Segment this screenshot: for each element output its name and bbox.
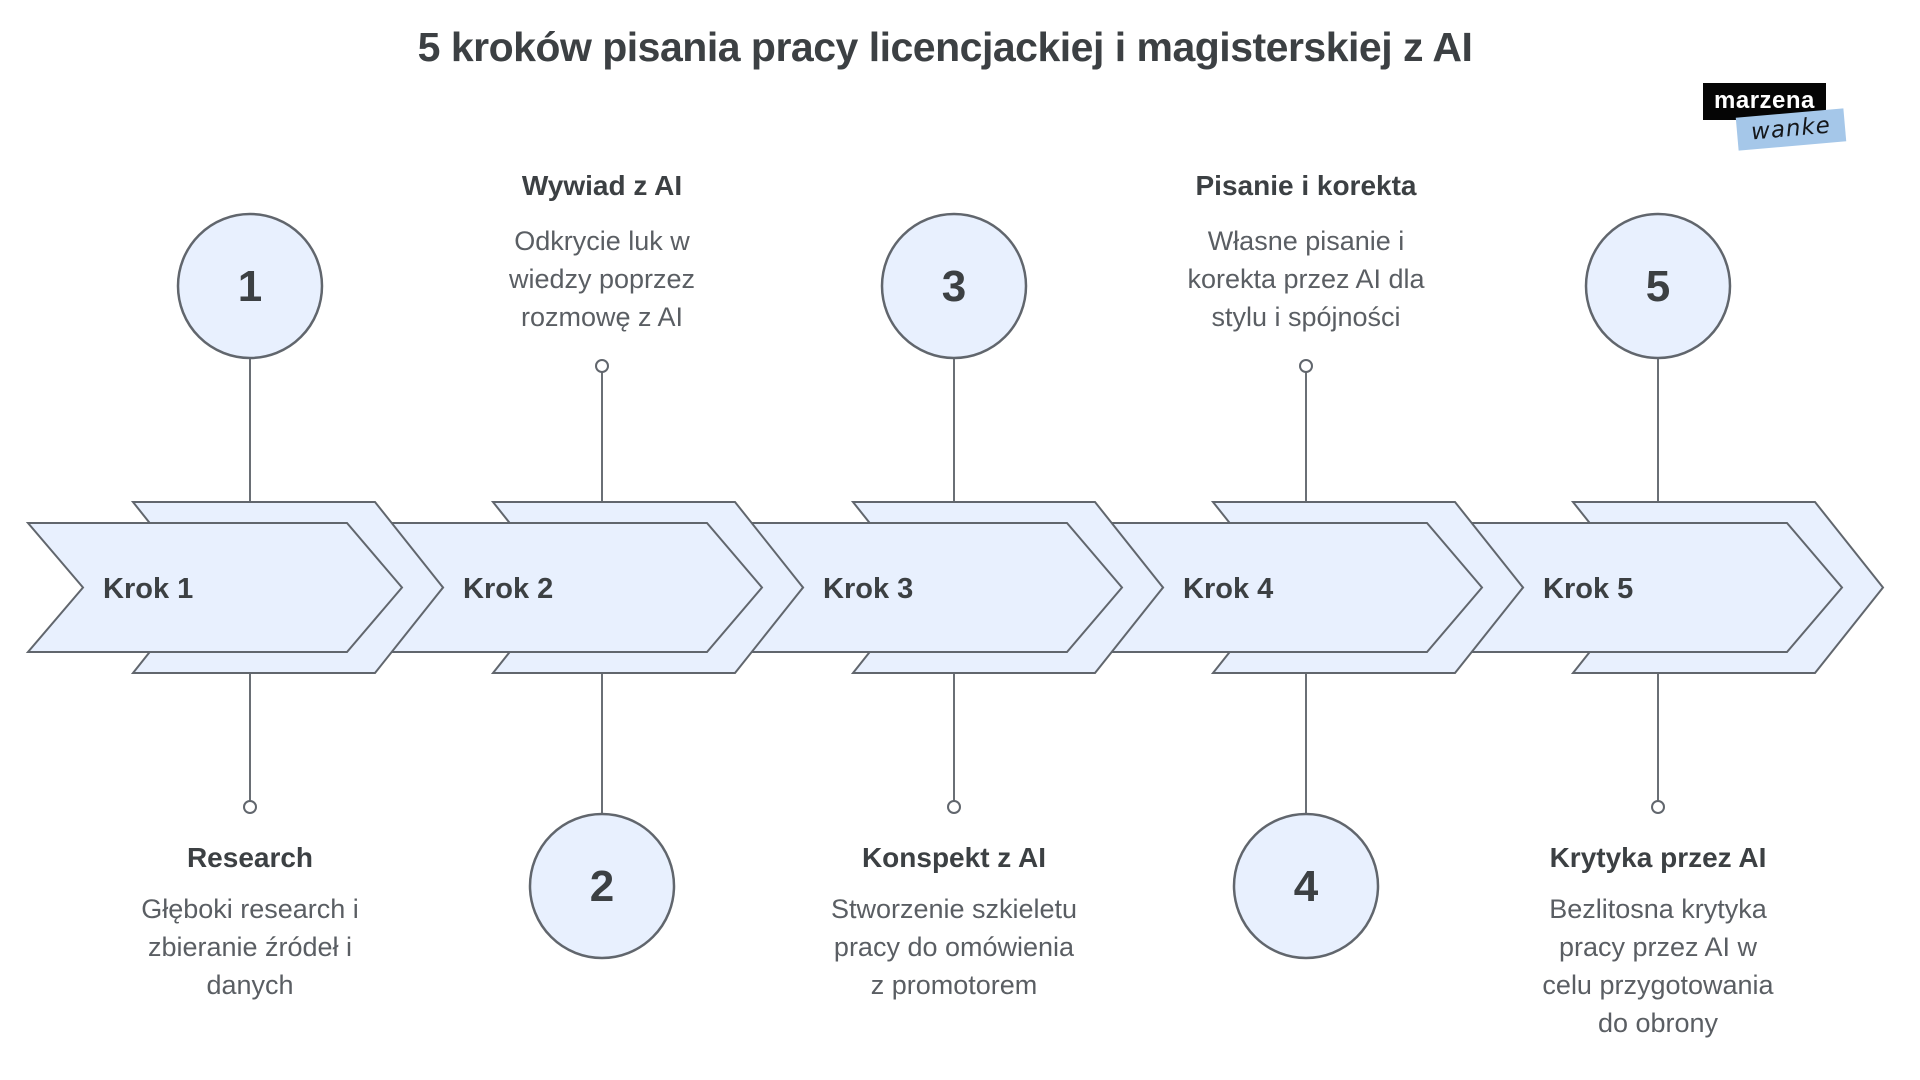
connector-endpoint-dot <box>595 359 609 373</box>
step-heading: Pisanie i korekta <box>1195 170 1417 201</box>
step-heading: Krytyka przez AI <box>1549 842 1767 873</box>
step-label: Krok 4 <box>1183 573 1273 605</box>
connector-endpoint-dot <box>1299 359 1313 373</box>
step-number: 1 <box>238 262 262 311</box>
step-label: Krok 5 <box>1543 573 1633 605</box>
brand-logo: marzena wanke <box>1703 83 1847 153</box>
step-number-circle <box>880 212 1028 360</box>
connector-endpoint-dot <box>1651 800 1665 814</box>
step-banner-2 <box>385 501 805 674</box>
step-number-circle <box>1584 212 1732 360</box>
step-label: Krok 2 <box>463 573 553 605</box>
step-description: Własne pisanie i korekta przez AI dla st… <box>1187 226 1425 332</box>
step-heading: Wywiad z AI <box>521 170 683 201</box>
step-banner-3 <box>745 501 1165 674</box>
step-label: Krok 3 <box>823 573 913 605</box>
logo-name-primary: marzena <box>1703 83 1826 120</box>
step-banner-4 <box>1105 501 1525 674</box>
step-number-circle <box>176 212 324 360</box>
step-number-circle <box>1232 812 1380 960</box>
step-number-circle <box>528 812 676 960</box>
step-banner-5 <box>1465 501 1885 674</box>
step-number: 5 <box>1646 262 1670 311</box>
connector-endpoint-dot <box>243 800 257 814</box>
step-heading: Research <box>186 842 314 873</box>
step-banner-1 <box>25 501 445 674</box>
step-number: 2 <box>590 862 614 911</box>
step-number: 4 <box>1294 862 1319 911</box>
step-label: Krok 1 <box>103 573 193 605</box>
connector-endpoint-dot <box>947 800 961 814</box>
step-heading: Konspekt z AI <box>861 842 1047 873</box>
step-description: Głęboki research i zbieranie źródeł i da… <box>141 894 359 1000</box>
step-number: 3 <box>942 262 966 311</box>
page-title: 5 kroków pisania pracy licencjackiej i m… <box>417 24 1473 70</box>
step-description: Bezlitosna krytyka pracy przez AI w celu… <box>1542 894 1774 1038</box>
arrow-banner <box>25 522 404 653</box>
step-description: Odkrycie luk w wiedzy poprzez rozmowę z … <box>508 226 696 332</box>
step-description: Stworzenie szkieletu pracy do omówienia … <box>830 894 1078 1000</box>
